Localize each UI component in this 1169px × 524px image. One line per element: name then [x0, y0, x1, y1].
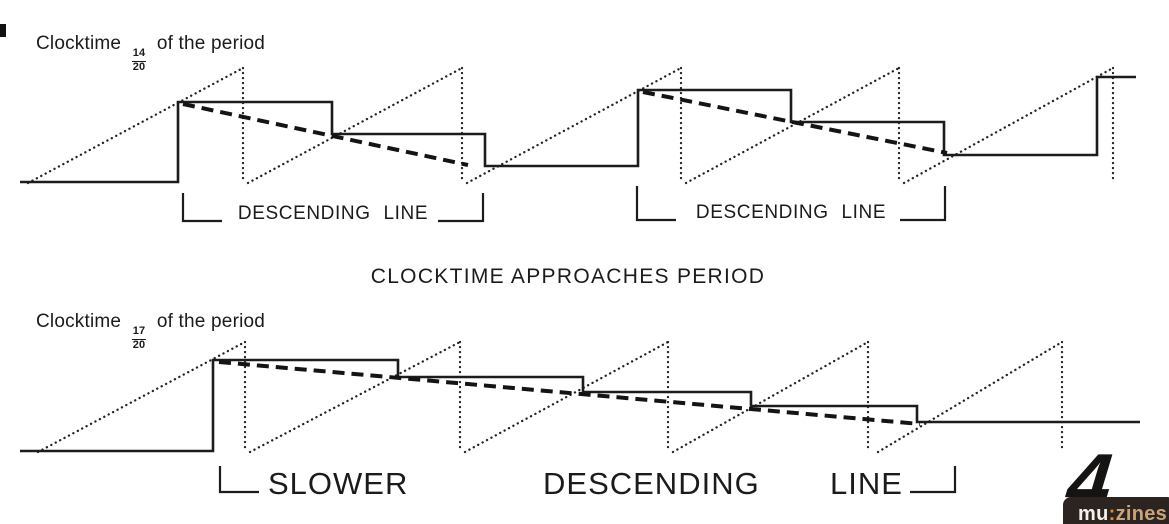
muzines-logo: mu:zines	[1063, 497, 1169, 524]
muzines-logo-zines: zines	[1115, 502, 1168, 524]
descending-label: DESCENDING	[543, 466, 760, 501]
caption-prefix: Clocktime	[36, 311, 122, 332]
muzines-logo-colon: :	[1108, 502, 1116, 524]
caption-suffix: of the period	[156, 311, 266, 332]
middle-heading: CLOCKTIME APPROACHES PERIOD	[370, 265, 766, 288]
muzines-logo-mu: mu	[1078, 502, 1109, 524]
slower-label: SLOWER	[268, 466, 409, 501]
descending-line-label-1: DESCENDING LINE	[237, 203, 429, 224]
descending-line-label-2: DESCENDING LINE	[695, 202, 887, 223]
scan-edge-artifact	[0, 24, 6, 37]
caption-prefix: Clocktime	[36, 33, 122, 54]
caption-suffix: of the period	[156, 33, 266, 54]
line-label: LINE	[830, 466, 903, 501]
